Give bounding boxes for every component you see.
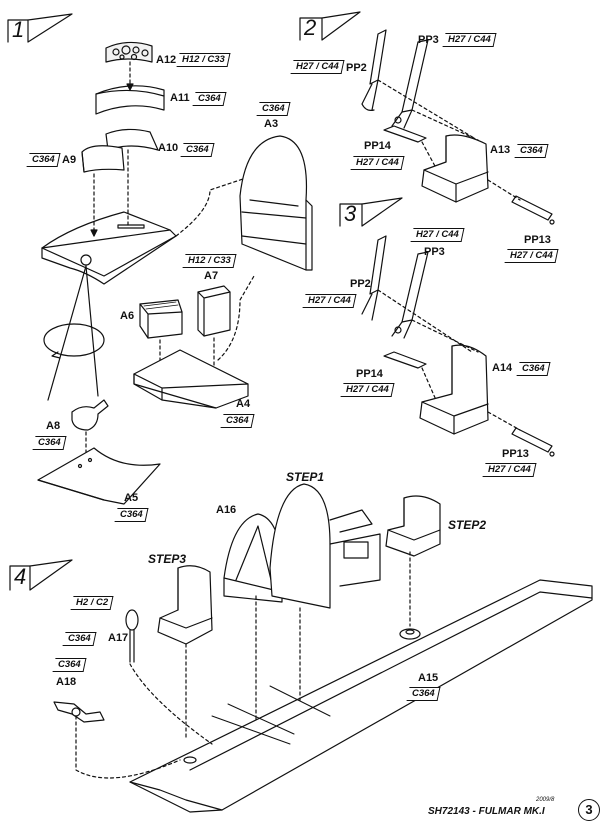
code-pp13-step3: H27 / C44 <box>482 463 537 477</box>
belt-pp3-step2 <box>391 39 429 129</box>
part-a18 <box>53 701 105 723</box>
caption-step3: STEP3 <box>148 552 187 566</box>
round-fitting <box>399 628 421 640</box>
label-a4: A4 <box>236 398 251 410</box>
label-a12: A12 <box>156 54 177 66</box>
step-number-2: 2 <box>304 15 317 40</box>
code-pp3-step3: H27 / C44 <box>410 228 465 242</box>
step-1-box <box>7 13 73 43</box>
step-4-box <box>9 559 73 591</box>
seat-step3 <box>157 565 213 645</box>
label-a13: A13 <box>490 144 511 156</box>
step-number-4: 4 <box>14 564 27 589</box>
code-a17: C364 <box>62 632 97 646</box>
label-a9: A9 <box>62 154 77 166</box>
belt-pp13-step3 <box>511 427 555 457</box>
belt-pp14-step2 <box>383 125 427 143</box>
label-pp3-step2: PP3 <box>418 34 439 46</box>
rotation-indicator <box>43 265 105 401</box>
footer-year: 2009/8 <box>536 797 555 803</box>
label-a16: A16 <box>216 504 237 516</box>
part-a17 <box>125 609 139 663</box>
caption-step1: STEP1 <box>286 470 325 484</box>
label-a7: A7 <box>204 270 219 282</box>
step2-guides <box>377 79 521 201</box>
part-a6-box <box>139 299 183 339</box>
code-a17-paint: H2 / C2 <box>70 596 114 610</box>
seat-a13 <box>421 134 489 203</box>
label-a15: A15 <box>418 672 439 684</box>
label-pp2-step3: PP2 <box>350 278 371 290</box>
step3-guides <box>377 289 521 431</box>
part-a9 <box>81 145 125 173</box>
code-a13: C364 <box>514 144 549 158</box>
code-a4: C364 <box>220 414 255 428</box>
label-a18: A18 <box>56 676 77 688</box>
code-a14: C364 <box>516 362 551 376</box>
code-a7: H12 / C33 <box>182 254 237 268</box>
page-number: 3 <box>578 799 600 821</box>
code-a18: C364 <box>52 658 87 672</box>
part-a8-bottle <box>71 399 109 431</box>
code-a15: C364 <box>406 687 441 701</box>
code-a10: C364 <box>180 143 215 157</box>
code-a5: C364 <box>114 508 149 522</box>
step-3-box <box>339 197 403 227</box>
step4-guides <box>75 551 411 779</box>
base-fitting <box>183 756 197 764</box>
code-a8: C364 <box>32 436 67 450</box>
label-a11: A11 <box>170 92 190 104</box>
label-pp14-step3: PP14 <box>356 368 383 380</box>
label-pp2-step2: PP2 <box>346 62 367 74</box>
label-a10: A10 <box>158 142 179 154</box>
code-pp2-step3: H27 / C44 <box>302 294 357 308</box>
label-pp13-step2: PP13 <box>524 234 551 246</box>
code-pp14-step3: H27 / C44 <box>340 383 395 397</box>
code-pp2-step2: H27 / C44 <box>290 60 345 74</box>
label-a17: A17 <box>108 632 129 644</box>
code-pp14-step2: H27 / C44 <box>350 156 405 170</box>
code-a12: H12 / C33 <box>176 53 231 67</box>
bulkhead-a16 <box>223 513 283 603</box>
part-a3-bulkhead <box>239 135 313 271</box>
step-number-1: 1 <box>12 17 25 42</box>
code-pp3-step2: H27 / C44 <box>442 33 497 47</box>
part-a12-instrument-panel <box>105 41 153 63</box>
part-a5-plate <box>37 447 161 505</box>
caption-step2: STEP2 <box>448 518 487 532</box>
code-a9: C364 <box>26 153 61 167</box>
label-pp3-step3: PP3 <box>424 246 445 258</box>
seat-a14 <box>419 344 489 435</box>
label-a3: A3 <box>264 118 279 130</box>
label-a8: A8 <box>46 420 61 432</box>
seat-step2 <box>385 495 441 557</box>
code-a3: C364 <box>256 102 291 116</box>
label-pp14-step2: PP14 <box>364 140 391 152</box>
label-a5: A5 <box>124 492 139 504</box>
code-a11: C364 <box>192 92 227 106</box>
label-a14: A14 <box>492 362 513 374</box>
floor-plate <box>41 211 177 285</box>
label-a6: A6 <box>120 310 135 322</box>
step-number-3: 3 <box>344 201 357 226</box>
fuselage-floor-a15 <box>129 579 593 813</box>
footer-model-name: SH72143 - FULMAR MK.I <box>428 806 545 817</box>
belt-pp14-step3 <box>383 351 427 369</box>
part-a4-plate <box>133 349 249 409</box>
part-a7-box <box>197 285 231 337</box>
bulkhead-step1 <box>269 483 381 609</box>
code-pp13-step2: H27 / C44 <box>504 249 559 263</box>
step-2-box <box>299 11 361 41</box>
label-pp13-step3: PP13 <box>502 448 529 460</box>
belt-pp13-step2 <box>511 195 555 225</box>
